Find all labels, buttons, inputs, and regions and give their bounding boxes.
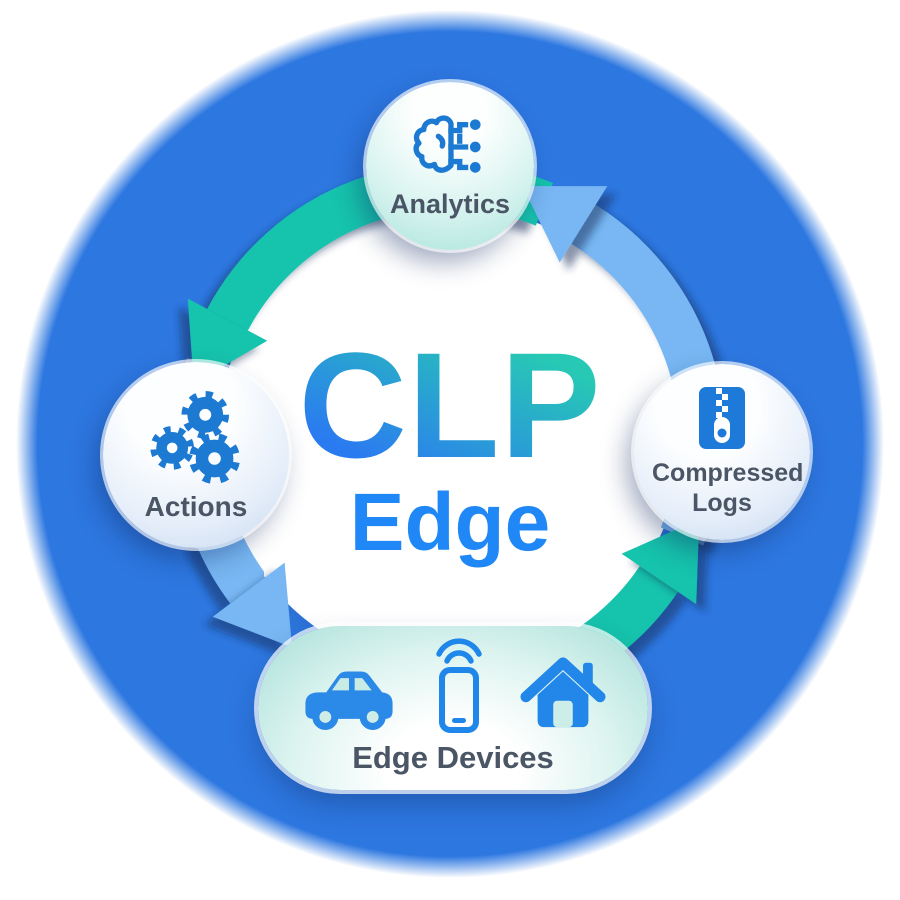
compressed-logs-label: Compressed Logs bbox=[652, 459, 804, 517]
machine-learning-brain-icon bbox=[413, 114, 481, 173]
inner-white-disc bbox=[218, 206, 682, 670]
analytics-label: Analytics bbox=[389, 188, 511, 219]
node-edge-devices: Edge Devices bbox=[258, 626, 648, 790]
node-compressed-logs: Compressed Logs bbox=[634, 364, 810, 540]
zip-file-icon bbox=[699, 387, 745, 449]
title-edge: Edge bbox=[349, 477, 551, 568]
edge-devices-label: Edge Devices bbox=[352, 740, 554, 775]
node-analytics: Analytics bbox=[366, 82, 534, 250]
edge-device-icons bbox=[297, 638, 609, 734]
arrow-actions-to-edge-devices-head bbox=[212, 562, 292, 648]
car-icon bbox=[305, 671, 393, 730]
node-actions: Actions bbox=[103, 362, 289, 548]
gears-icon bbox=[150, 390, 241, 485]
actions-label: Actions bbox=[144, 491, 248, 522]
arrow-edge-devices-to-logs-head bbox=[621, 519, 700, 605]
smartphone-wifi-icon bbox=[436, 638, 482, 733]
title-clp: CLP bbox=[298, 321, 602, 489]
arrow-logs-to-analytics-head bbox=[522, 186, 608, 263]
house-icon bbox=[520, 657, 606, 728]
center-title: CLP Edge bbox=[0, 330, 900, 564]
